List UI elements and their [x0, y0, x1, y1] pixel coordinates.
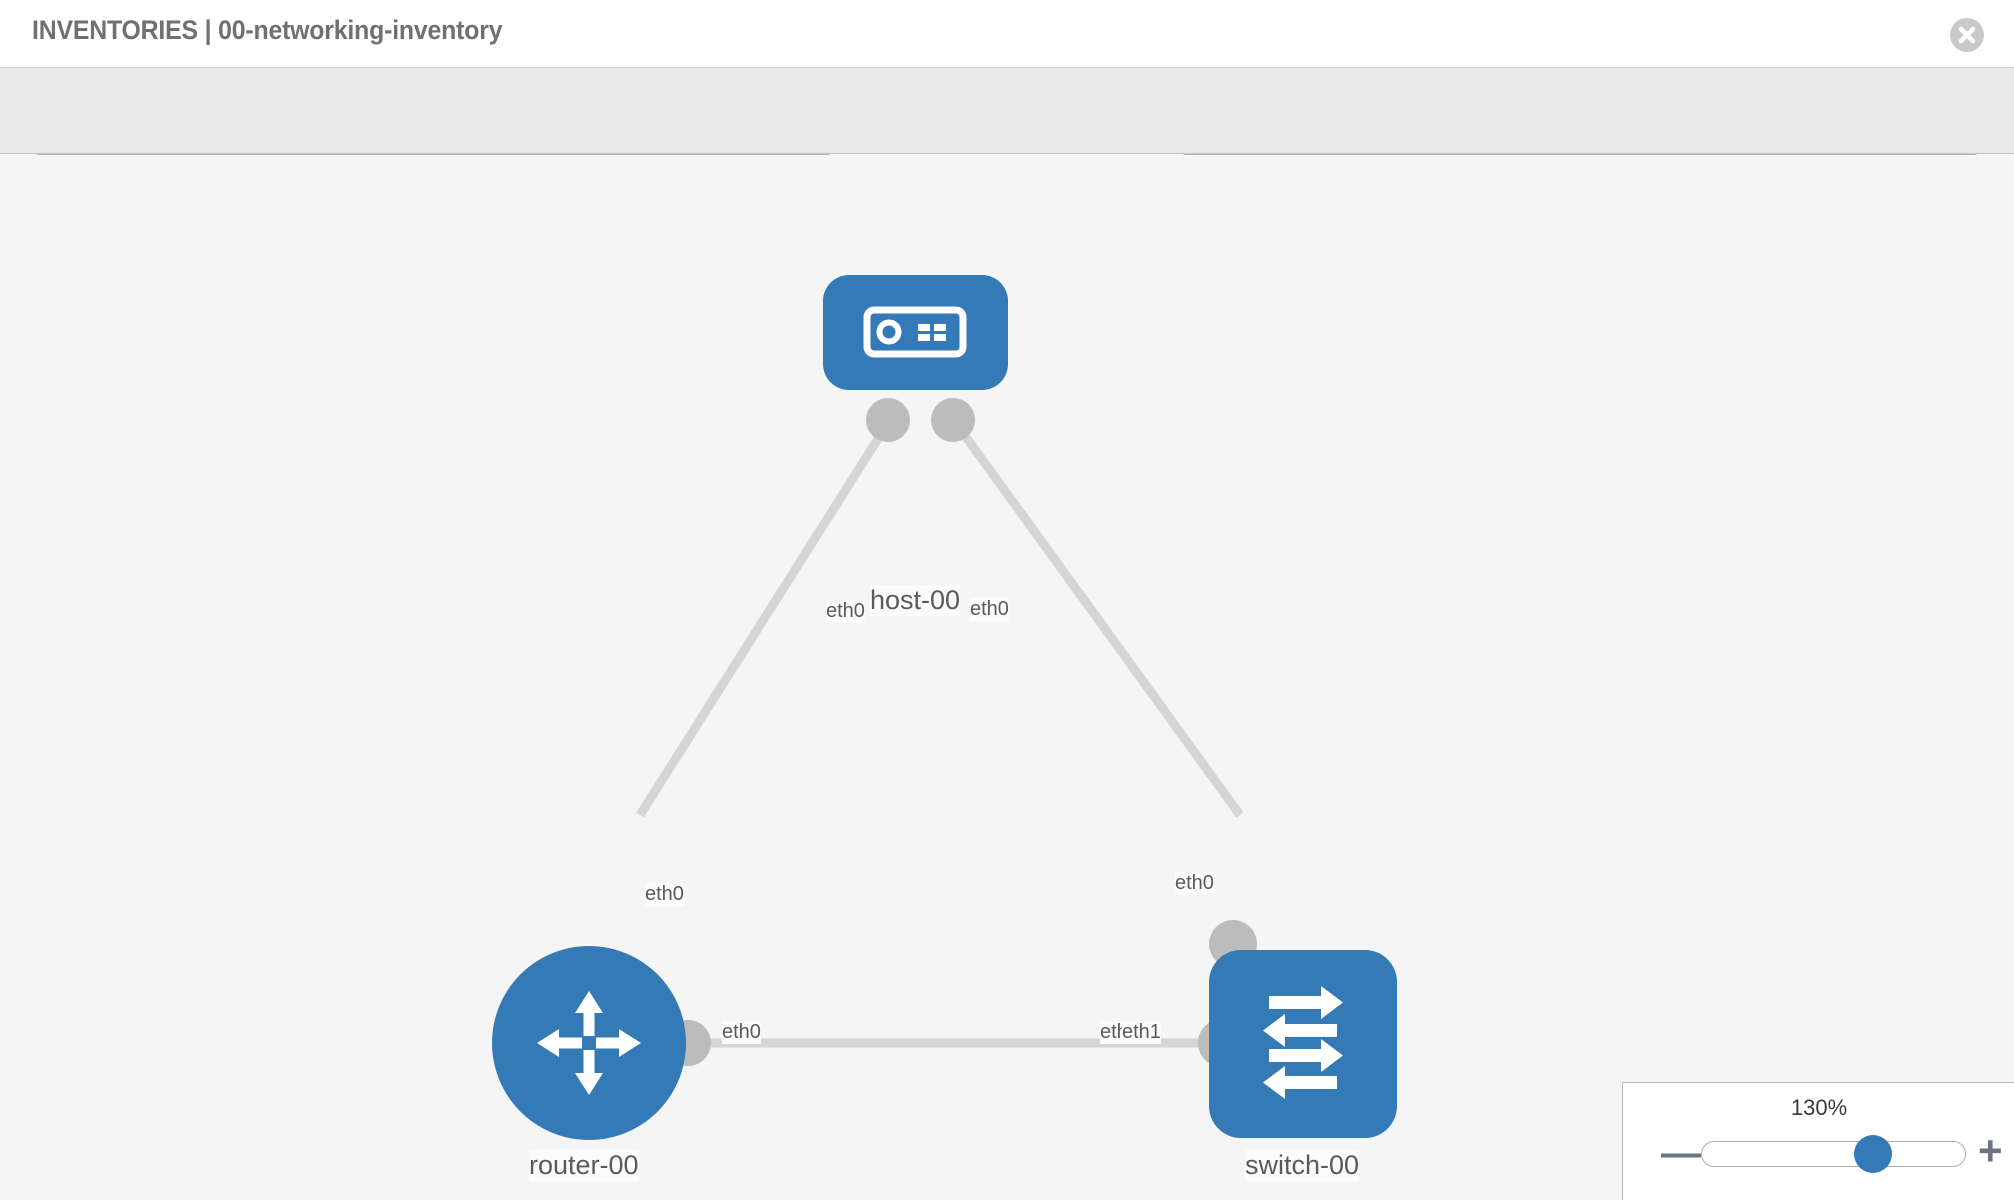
zoom-level-label: 130%	[1790, 1095, 1848, 1120]
port-nub[interactable]	[931, 398, 975, 442]
port-nub[interactable]	[866, 398, 910, 442]
zoom-control-panel: 130% — +	[1622, 1082, 2014, 1200]
close-icon[interactable]	[1950, 18, 1984, 52]
server-icon	[863, 306, 967, 358]
link-host-switch[interactable]	[946, 412, 1244, 818]
zoom-slider-track[interactable]	[1701, 1141, 1966, 1167]
zoom-slider-thumb[interactable]	[1854, 1135, 1892, 1173]
node-host-00[interactable]	[823, 275, 1008, 390]
zoom-in-button[interactable]: +	[1978, 1127, 2003, 1174]
topology-links	[636, 412, 1260, 1048]
page-title: INVENTORIES | 00-networking-inventory	[32, 15, 503, 45]
link-host-router[interactable]	[636, 412, 897, 818]
zoom-out-button[interactable]: —	[1661, 1131, 1701, 1175]
node-router-00[interactable]	[492, 946, 686, 1140]
page-header: INVENTORIES | 00-networking-inventory	[0, 0, 2014, 68]
toolbar: ACTIONS SEARCH	[0, 68, 2014, 204]
topology-ports	[665, 398, 1257, 1067]
topology-canvas[interactable]: eth0 host-00 eth0 eth0 eth0 eth0 eth eth…	[0, 155, 2014, 1200]
node-switch-00[interactable]	[1209, 950, 1397, 1138]
